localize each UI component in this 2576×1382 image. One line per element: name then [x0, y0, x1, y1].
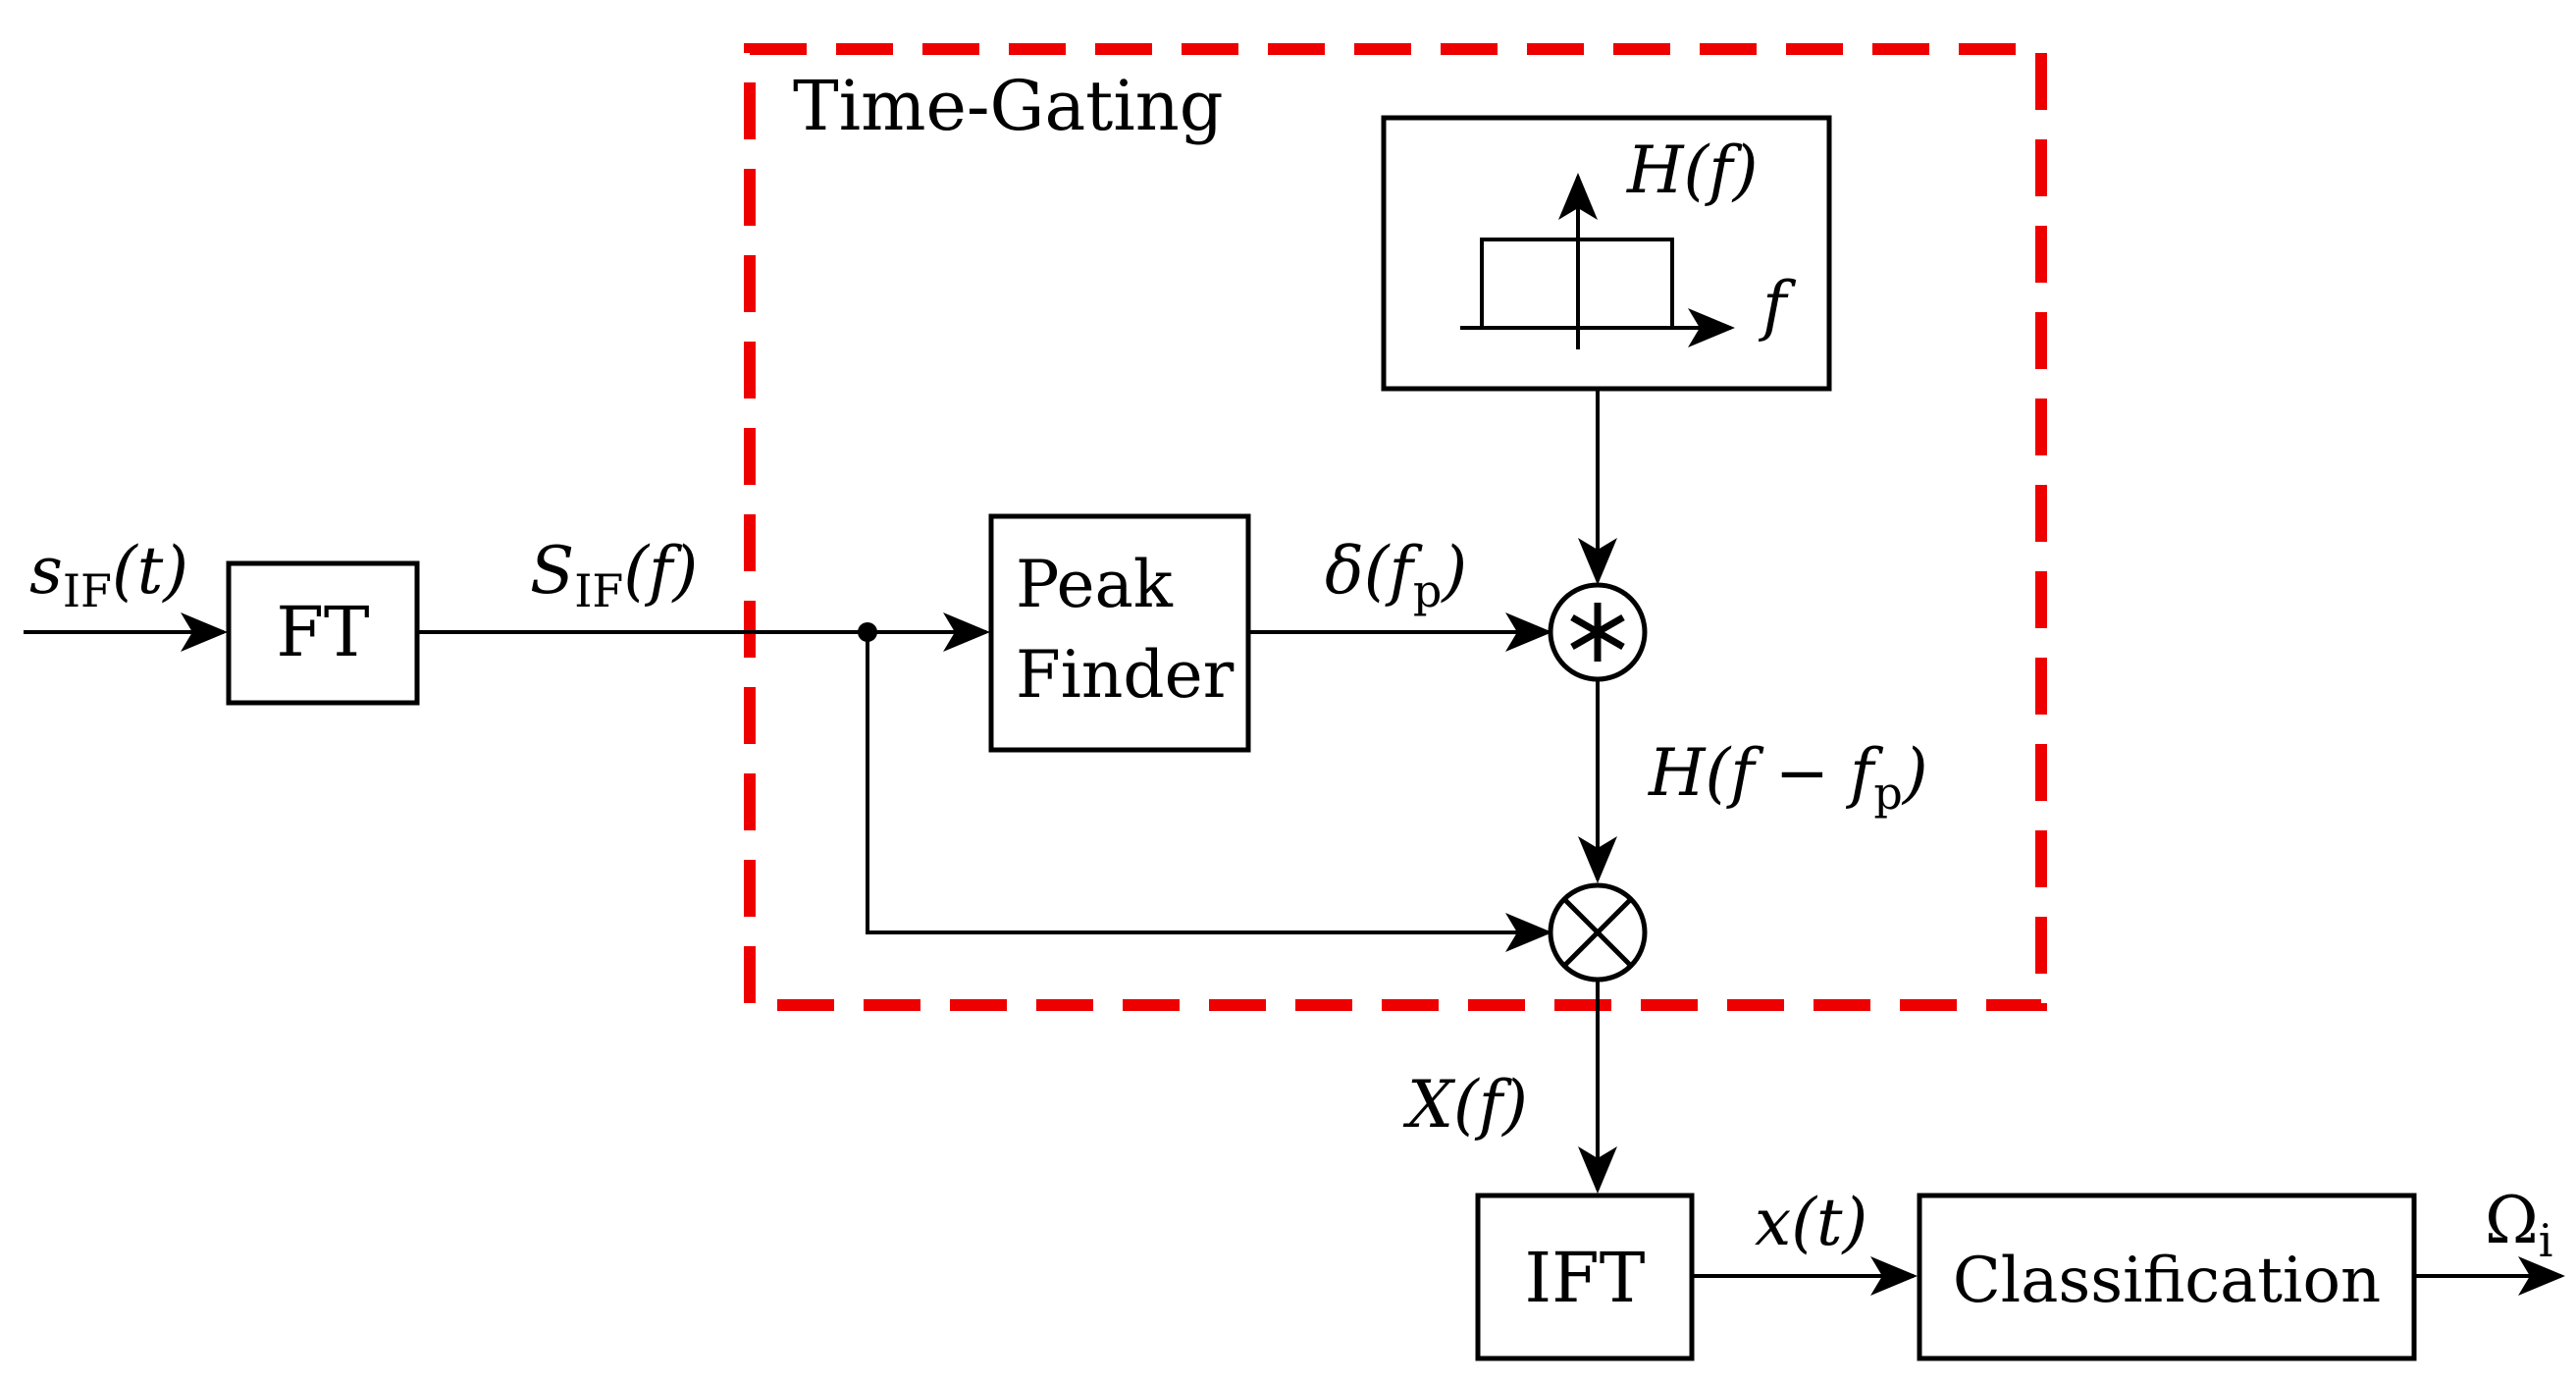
input-signal-label: sIF(t)	[29, 533, 188, 617]
time-gating-region	[744, 43, 2047, 1011]
peak-finder-label-line2: Finder	[1016, 637, 1235, 713]
ft-label: FT	[276, 592, 369, 672]
delta-label: δ(fp)	[1325, 533, 1467, 617]
ift-label: IFT	[1525, 1238, 1646, 1318]
time-signal-label: x(t)	[1755, 1185, 1867, 1260]
filter-block	[1381, 115, 1832, 392]
spectrum-label: SIF(f)	[530, 533, 698, 617]
convolution-operator	[1548, 582, 1648, 682]
ft-block	[226, 560, 420, 706]
gated-spectrum-label: X(f)	[1402, 1067, 1528, 1143]
ift-block	[1475, 1193, 1695, 1361]
filter-y-axis-label: H(f)	[1626, 133, 1758, 208]
multiplication-operator	[1548, 882, 1648, 983]
time-gating-title: Time-Gating	[793, 66, 1224, 146]
shifted-filter-label: H(f − fp)	[1648, 735, 1928, 820]
rect-filter-shape	[1480, 238, 1674, 328]
bypass-wire	[866, 632, 1552, 952]
classification-label: Classification	[1953, 1245, 2381, 1317]
classification-block	[1917, 1193, 2417, 1361]
peak-finder-label-line1: Peak	[1016, 547, 1174, 622]
output-class-label: Ωi	[2485, 1183, 2552, 1267]
